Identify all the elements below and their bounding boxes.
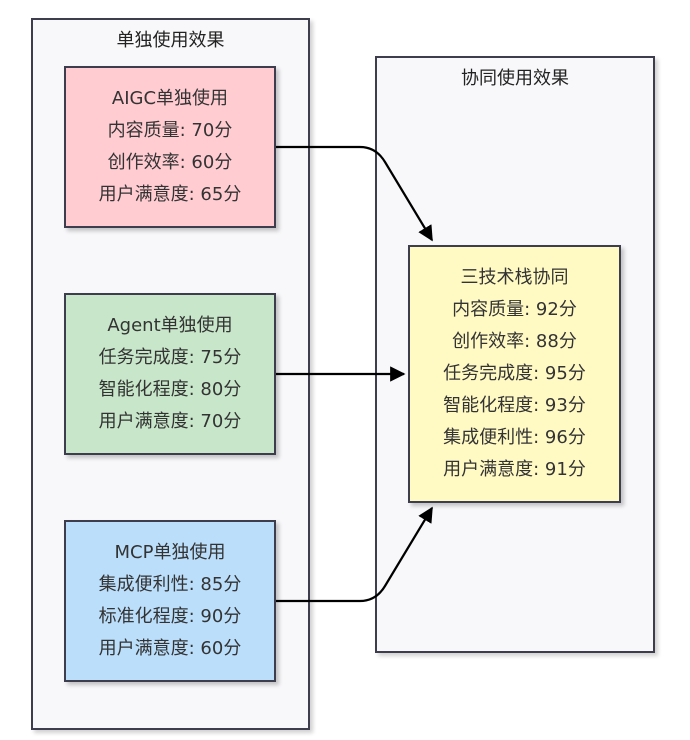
node-combined-line-6: 用户满意度: 91分 bbox=[443, 459, 586, 480]
node-aigc-line-2: 创作效率: 60分 bbox=[107, 152, 233, 173]
node-mcp-line-2: 标准化程度: 90分 bbox=[98, 606, 242, 627]
node-aigc-title: AIGC单独使用 bbox=[111, 88, 229, 109]
node-mcp-title: MCP单独使用 bbox=[114, 542, 226, 563]
node-agent: Agent单独使用 任务完成度: 75分 智能化程度: 80分 用户满意度: 7… bbox=[64, 293, 276, 455]
node-mcp-line-3: 用户满意度: 60分 bbox=[98, 638, 242, 659]
node-combined-line-3: 任务完成度: 95分 bbox=[443, 363, 586, 384]
node-agent-title: Agent单独使用 bbox=[107, 315, 233, 336]
node-combined: 三技术栈协同 内容质量: 92分 创作效率: 88分 任务完成度: 95分 智能… bbox=[408, 245, 621, 503]
node-agent-line-3: 用户满意度: 70分 bbox=[98, 411, 242, 432]
node-aigc-line-3: 用户满意度: 65分 bbox=[98, 184, 242, 205]
cluster-standalone-title: 单独使用效果 bbox=[116, 30, 225, 51]
edge-aigc-to-combined bbox=[276, 145, 433, 242]
node-mcp-line-1: 集成便利性: 85分 bbox=[98, 574, 242, 595]
node-combined-line-1: 内容质量: 92分 bbox=[452, 299, 577, 320]
node-aigc: AIGC单独使用 内容质量: 70分 创作效率: 60分 用户满意度: 65分 bbox=[64, 66, 276, 228]
cluster-combined-title: 协同使用效果 bbox=[461, 68, 569, 89]
node-combined-line-5: 集成便利性: 96分 bbox=[443, 427, 586, 448]
node-mcp: MCP单独使用 集成便利性: 85分 标准化程度: 90分 用户满意度: 60分 bbox=[64, 520, 276, 682]
node-combined-line-4: 智能化程度: 93分 bbox=[443, 395, 586, 416]
node-combined-line-2: 创作效率: 88分 bbox=[452, 331, 577, 352]
node-combined-title: 三技术栈协同 bbox=[460, 267, 569, 288]
edge-mcp-to-combined bbox=[276, 506, 433, 603]
node-agent-line-2: 智能化程度: 80分 bbox=[98, 379, 242, 400]
node-agent-line-1: 任务完成度: 75分 bbox=[98, 347, 242, 368]
node-aigc-line-1: 内容质量: 70分 bbox=[107, 120, 233, 141]
